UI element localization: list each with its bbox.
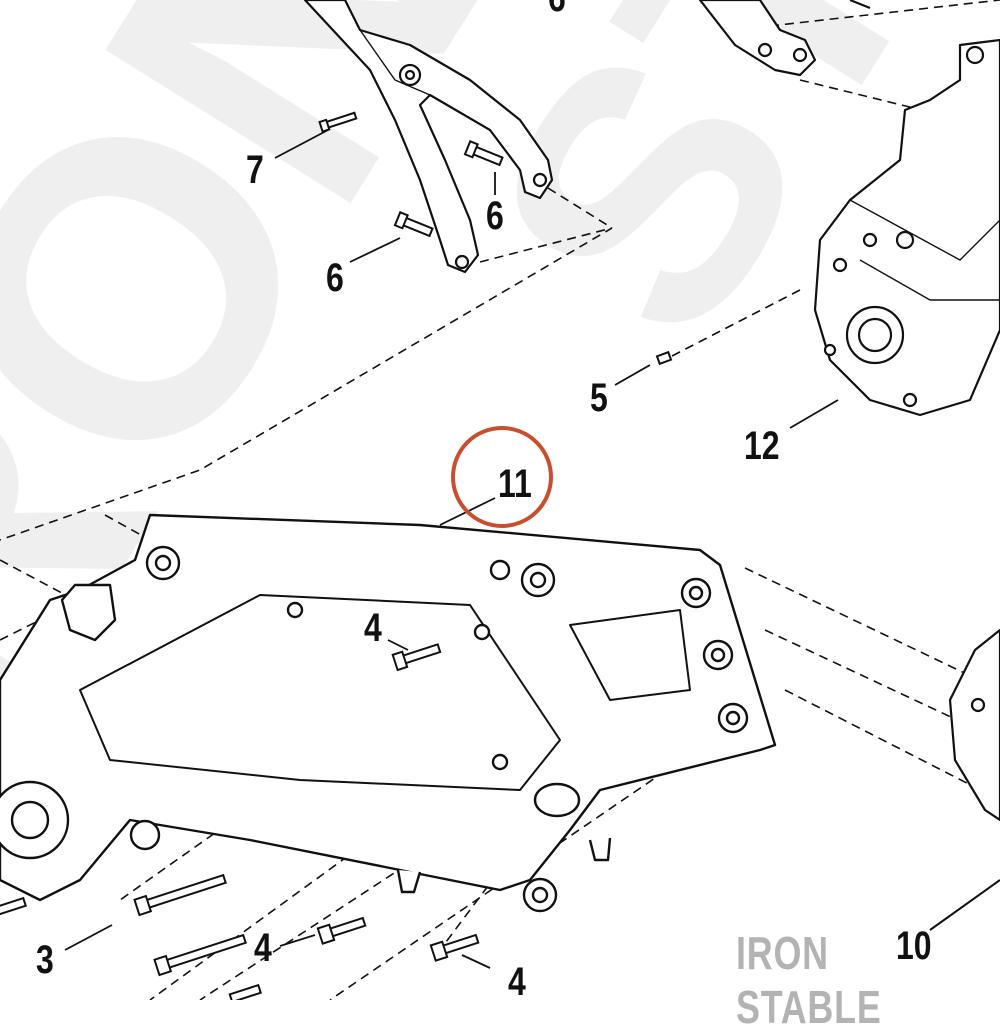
callout-label[interactable]: 10: [896, 924, 932, 968]
lower-right-part: [948, 628, 1000, 822]
dash-line: [104, 514, 151, 541]
callout-label[interactable]: 5: [590, 376, 608, 420]
dash-line: [0, 609, 61, 641]
leader-lines: [64, 129, 839, 969]
callout-label[interactable]: 6: [548, 0, 566, 18]
subframe: [0, 513, 777, 913]
parts-drawing: [0, 0, 1000, 1000]
callout-label[interactable]: 4: [364, 606, 382, 650]
callout-label[interactable]: 3: [36, 938, 54, 982]
callout-label[interactable]: 6: [486, 194, 504, 238]
hub-upright: [813, 38, 1000, 417]
dash-line: [0, 227, 613, 541]
callout-label[interactable]: 4: [508, 960, 526, 1004]
callout-label[interactable]: 4: [254, 926, 272, 970]
dash-line: [744, 567, 1000, 691]
dash-line: [0, 559, 76, 601]
dash-line: [671, 289, 801, 357]
dash-line: [769, 0, 1000, 27]
callout-label[interactable]: 12: [744, 424, 780, 468]
dash-line: [799, 79, 931, 113]
brand-logo: IRON STABLE: [736, 927, 882, 1033]
callout-label[interactable]: 6: [326, 256, 344, 300]
upper-right-link: [698, 0, 871, 77]
dash-line: [547, 187, 613, 229]
dash-line: [784, 689, 1000, 801]
callout-label[interactable]: 7: [246, 148, 264, 192]
bolts: [0, 111, 673, 1000]
upper-link-arm: [303, 0, 554, 274]
highlight-circle: [451, 426, 553, 528]
